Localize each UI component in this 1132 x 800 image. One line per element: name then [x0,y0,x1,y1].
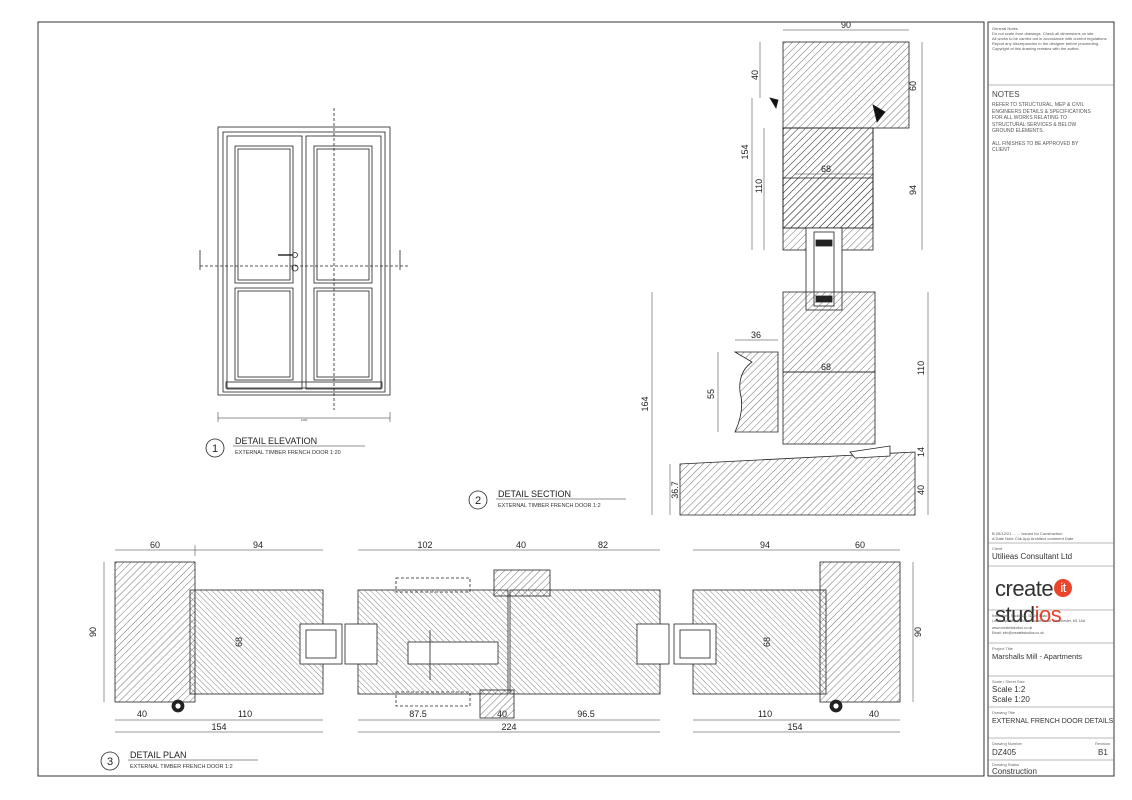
section-dim-40: 40 [750,70,760,80]
plan-left-60: 60 [150,540,160,550]
scale-1: Scale 1:2 [992,685,1026,694]
section-dim-164: 164 [640,396,650,411]
plan-mid-82: 82 [598,540,608,550]
section-dim-40b: 40 [916,485,926,495]
section-dim-top: 90 [841,20,851,30]
plan-right-90: 90 [913,627,923,637]
view-title-2: 2 DETAIL SECTION EXTERNAL TIMBER FRENCH … [468,489,626,510]
view-subtitle-1: EXTERNAL TIMBER FRENCH DOOR 1:20 [235,450,341,456]
revision-code: B1 [1098,748,1108,757]
drawing-title: EXTERNAL FRENCH DOOR DETAILS [992,718,1114,725]
revision-label: Revision [1095,741,1111,746]
section-dim-110: 110 [754,179,764,193]
plan-mid-875: 87.5 [409,709,427,719]
view-subtitle-3: EXTERNAL TIMBER FRENCH DOOR 1:2 [130,764,233,770]
plan-mid-224: 224 [501,722,516,732]
scale-label: Scale / Sheet Size [992,679,1025,684]
drawing-frame [37,21,985,777]
section-dim-60: 60 [908,81,918,91]
plan-right-110: 110 [758,709,772,719]
scale-2: Scale 1:20 [992,695,1030,704]
section-dim-68b: 68 [821,362,831,372]
section-dim-367: 36.7 [670,481,680,499]
general-notes: General Notes Do not scale from drawings… [992,26,1108,51]
plan-left-68: 68 [234,637,244,647]
section-dim-14: 14 [916,447,926,457]
svg-text:3: 3 [107,756,113,768]
view-title-1-text: DETAIL ELEVATION [235,436,317,446]
section-dim-94: 94 [908,185,918,195]
plan-mid-102: 102 [417,540,432,550]
section-dim-154: 154 [740,144,750,159]
notes-heading: NOTES [992,90,1020,99]
plan-left-94: 94 [253,540,263,550]
svg-text:2: 2 [475,495,481,507]
section-dim-lines [651,29,929,515]
view-subtitle-2: EXTERNAL TIMBER FRENCH DOOR 1:2 [498,503,601,509]
section-dim-68a: 68 [821,164,831,174]
door-frame-outer [217,126,391,396]
plan-right-154: 154 [787,722,802,732]
view-title-3: 3 DETAIL PLAN EXTERNAL TIMBER FRENCH DOO… [100,750,258,771]
svg-text:1: 1 [212,443,218,455]
view-title-3-text: DETAIL PLAN [130,750,187,760]
section-dim-right-110: 110 [916,361,926,375]
section-dim-labels: 90 40 154 110 60 94 68 68 36 55 164 110 … [640,20,926,499]
view-title-1: 1 DETAIL ELEVATION EXTERNAL TIMBER FRENC… [205,436,365,458]
section-dim-36: 36 [751,330,761,340]
notes-body: REFER TO STRUCTURAL, MEP & CIVIL ENGINEE… [992,102,1091,153]
elevation-view [199,108,408,422]
plan-right-40: 40 [869,709,879,719]
plan-left-jamb [114,561,343,713]
company-address: Kettle Yard, Studio 1A, 11 Gel Road Land… [992,614,1086,635]
revision-table: B 05/12/21 ... ... Issued for Constructi… [992,531,1074,541]
plan-mid-40b: 40 [497,709,507,719]
plan-dim-lines [103,545,914,733]
plan-right-94: 94 [760,540,770,550]
section-dim-55: 55 [706,389,716,399]
plan-meeting-stiles [344,569,670,719]
client-label: Client [992,546,1003,551]
left-leaf [226,135,303,390]
drawing-number: DZ405 [992,748,1017,757]
status-label: Drawing Status [992,762,1020,767]
plan-mid-40: 40 [516,540,526,550]
drawing-status: Construction [992,767,1037,776]
title-block-dividers [988,84,1114,761]
client-name: Utilieas Consultant Ltd [992,552,1073,561]
project-label: Project Title [992,646,1013,651]
logo-mark-icon: it [1054,579,1073,598]
plan-right-68: 68 [762,637,772,647]
view-title-2-text: DETAIL SECTION [498,489,571,499]
plan-left-40: 40 [137,709,147,719]
elevation-width-dim: 1200 [301,418,308,422]
section-view [679,41,916,516]
drawing-number-label: Drawing Number [992,741,1023,746]
plan-mid-965: 96.5 [577,709,595,719]
plan-dim-labels: 60 94 90 68 40 110 154 102 40 82 87.5 40… [88,540,923,732]
right-leaf [305,135,382,390]
title-block-frame [987,21,1115,777]
plan-left-90: 90 [88,627,98,637]
plan-left-110: 110 [238,709,252,719]
plan-right-60: 60 [855,540,865,550]
project-title: Marshalls Mill - Apartments [992,652,1083,661]
plan-right-jamb [673,561,901,713]
plan-left-154: 154 [211,722,226,732]
drawing-title-label: Drawing Title [992,710,1016,715]
